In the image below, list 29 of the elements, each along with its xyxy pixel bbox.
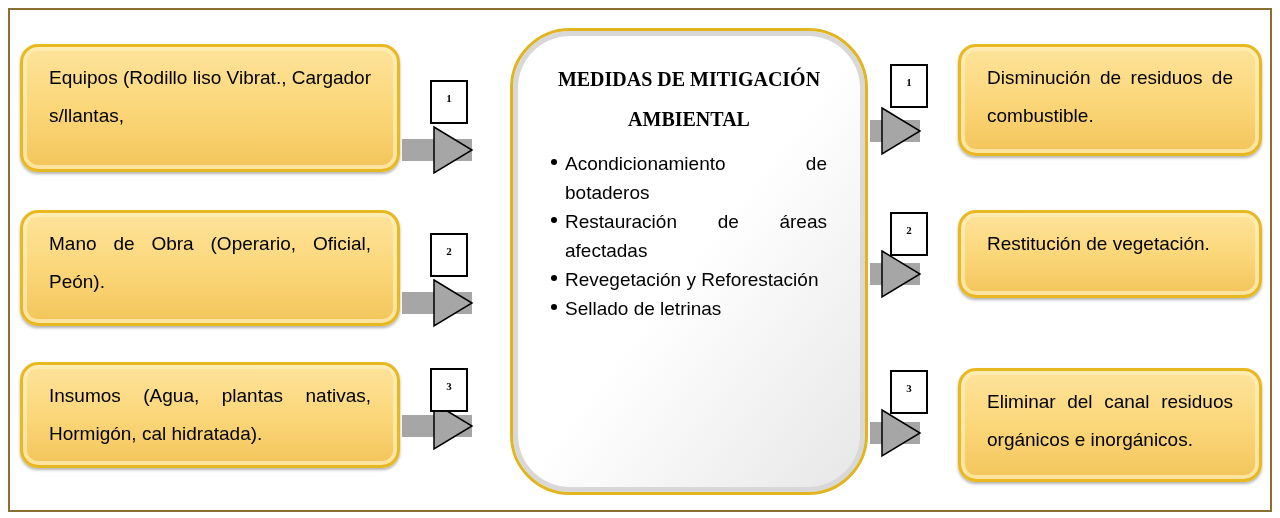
box-text: Equipos (Rodillo liso Vibrat., Cargador s/llantas,: [49, 66, 371, 128]
number-label: 3: [890, 370, 928, 414]
rounded-box: [20, 210, 400, 326]
central-box: [510, 28, 868, 495]
box-text: Mano de Obra (Operario, Oficial, Peón).: [49, 232, 371, 294]
rounded-box: [958, 368, 1262, 482]
block-arrow: [870, 409, 921, 457]
bullet-item: Restauración de áreas afectadas: [565, 210, 827, 263]
rounded-box: [958, 44, 1262, 156]
rounded-box: [958, 210, 1262, 298]
bullet-item: Acondicionamiento de botaderos: [565, 152, 827, 205]
box-text: Insumos (Agua, plantas nativas, Hormigón, cal hidratada).: [49, 384, 371, 446]
box-text: Eliminar del canal residuos orgánicos e inorgánicos.: [987, 390, 1233, 452]
rounded-box: [20, 362, 400, 468]
block-arrow: [402, 279, 473, 327]
number-label: 1: [890, 64, 928, 108]
central-title: MEDIDAS DE MITIGACIÓNAMBIENTAL: [556, 66, 822, 132]
number-label: 2: [890, 212, 928, 256]
number-label: 2: [430, 233, 468, 277]
bullet-item: Revegetación y Reforestación: [565, 268, 819, 292]
number-label: 3: [430, 368, 468, 412]
bullet-item: Sellado de letrinas: [565, 297, 722, 321]
rounded-box: [20, 44, 400, 172]
number-label: 1: [430, 80, 468, 124]
block-arrow: [870, 250, 921, 298]
box-text: Disminución de residuos de combustible.: [987, 66, 1233, 128]
block-arrow: [402, 126, 473, 174]
block-arrow: [870, 107, 921, 155]
box-text: Restitución de vegetación.: [987, 232, 1211, 256]
